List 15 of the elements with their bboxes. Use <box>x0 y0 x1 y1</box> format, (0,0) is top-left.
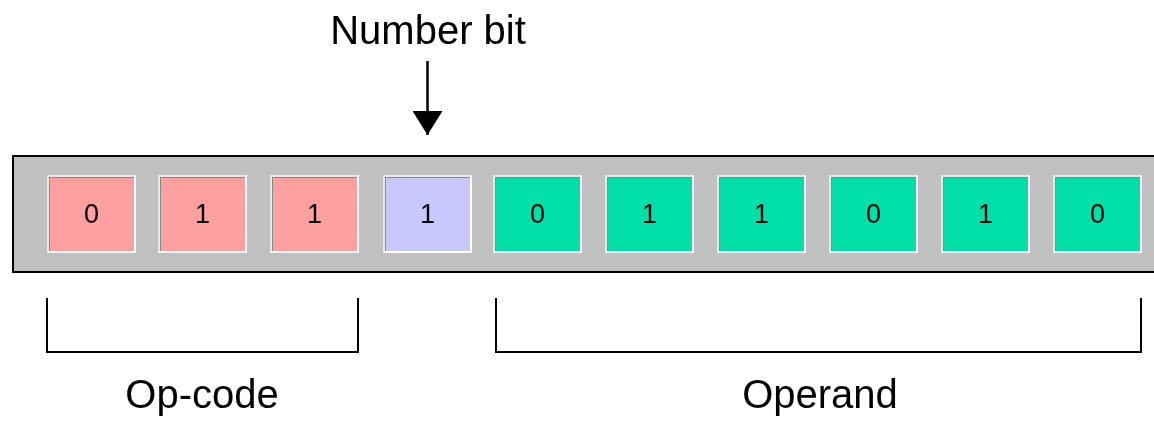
bit-cell: 1 <box>158 175 247 253</box>
bit-cell: 1 <box>941 175 1030 253</box>
arrow <box>415 61 440 135</box>
bit-cell: 1 <box>383 175 472 253</box>
bit-cell: 0 <box>1053 175 1142 253</box>
bracket-label: Op-code <box>125 372 279 417</box>
bit-cell: 0 <box>829 175 918 253</box>
register-bar <box>12 155 1154 273</box>
bracket-label: Operand <box>742 372 898 417</box>
bit-cell: 1 <box>605 175 694 253</box>
bit-cell: 0 <box>493 175 582 253</box>
bit-cell: 1 <box>270 175 359 253</box>
callout-label: Number bit <box>330 8 526 53</box>
bit-cell: 1 <box>717 175 806 253</box>
bit-cell: 0 <box>47 175 136 253</box>
